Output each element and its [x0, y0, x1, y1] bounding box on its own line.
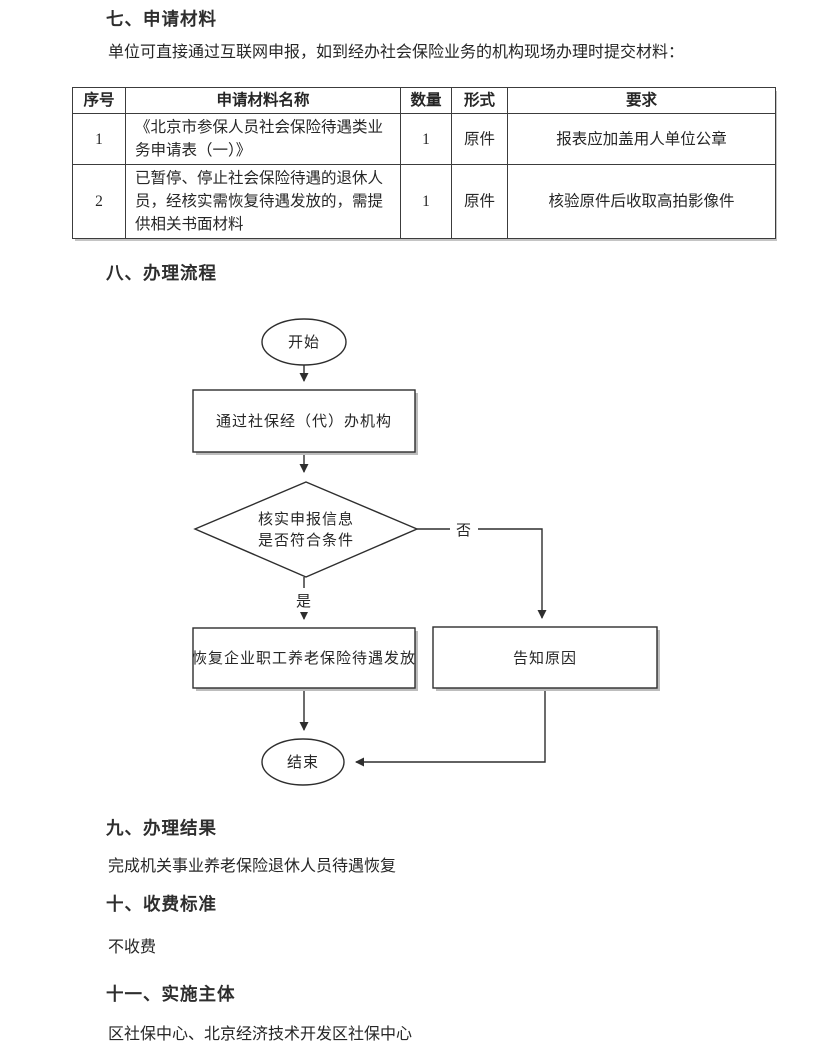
cell-qty: 1: [400, 113, 452, 165]
connector-reject-end: [355, 688, 546, 767]
cell-material-name: 已暂停、停止社会保险待遇的退休人员，经核实需恢复待遇发放的，需提供相关书面材料: [125, 164, 401, 239]
end-node: [261, 738, 345, 786]
header-cell-no: 序号: [72, 87, 126, 114]
table-row: 2 已暂停、停止社会保险待遇的退休人员，经核实需恢复待遇发放的，需提供相关书面材…: [72, 164, 776, 239]
section-9-body: 完成机关事业养老保险退休人员待遇恢复: [108, 858, 397, 875]
reject-node-label: 告知原因: [513, 650, 577, 667]
cell-qty: 1: [400, 164, 452, 239]
cell-req: 核验原件后收取高拍影像件: [507, 164, 776, 239]
end-node-label: 结束: [287, 754, 319, 771]
cell-req: 报表应加盖用人单位公章: [507, 113, 776, 165]
decision-label-line2: 是否符合条件: [258, 532, 354, 549]
section-10-body: 不收费: [108, 939, 157, 956]
connector-no-branch: [417, 528, 547, 619]
step1-node: [192, 389, 416, 453]
table-header-row: 序号 申请材料名称 数量 形式 要求: [72, 87, 776, 114]
process-flowchart: 开始 通过社保经（代）办机构 核实申报信息 是否符合条件 否 是 恢复企业职工养…: [192, 318, 660, 786]
reject-node: [432, 626, 658, 689]
decision-label-line1: 核实申报信息: [258, 511, 354, 528]
start-node: [261, 318, 347, 366]
section-11-body: 区社保中心、北京经济技术开发区社保中心: [108, 1026, 413, 1043]
section-7-intro: 单位可直接通过互联网申报，如到经办社会保险业务的机构现场办理时提交材料：: [108, 44, 685, 61]
materials-table: 序号 申请材料名称 数量 形式 要求 1 《北京市参保人员社会保险待遇类业务申请…: [72, 87, 776, 239]
no-branch-label: 否: [456, 523, 472, 539]
cell-material-name: 《北京市参保人员社会保险待遇类业务申请表（一）》: [125, 113, 401, 165]
header-cell-req: 要求: [507, 87, 776, 114]
header-cell-form: 形式: [451, 87, 508, 114]
decision-node: [193, 481, 419, 578]
approve-node-label: 恢复企业职工养老保险待遇发放: [192, 649, 416, 667]
no-label-bg: [450, 517, 478, 541]
cell-form: 原件: [451, 113, 508, 165]
yes-branch-label: 是: [296, 594, 312, 610]
box-shadow: [196, 393, 418, 455]
approve-node: [192, 627, 416, 689]
cell-form: 原件: [451, 164, 508, 239]
yes-label-bg: [292, 588, 316, 612]
box-shadow: [196, 631, 418, 691]
section-10-heading: 十、收费标准: [106, 894, 217, 914]
table-row: 1 《北京市参保人员社会保险待遇类业务申请表（一）》 1 原件 报表应加盖用人单…: [72, 113, 776, 165]
section-7-heading: 七、申请材料: [106, 9, 217, 29]
section-11-heading: 十一、实施主体: [106, 984, 236, 1004]
box-shadow: [436, 630, 660, 691]
start-node-label: 开始: [288, 334, 320, 351]
section-8-heading: 八、办理流程: [106, 263, 217, 283]
header-cell-qty: 数量: [400, 87, 452, 114]
cell-no: 1: [72, 113, 126, 165]
section-9-heading: 九、办理结果: [106, 818, 217, 838]
step1-node-label: 通过社保经（代）办机构: [216, 413, 392, 430]
cell-no: 2: [72, 164, 126, 239]
header-cell-name: 申请材料名称: [125, 87, 401, 114]
